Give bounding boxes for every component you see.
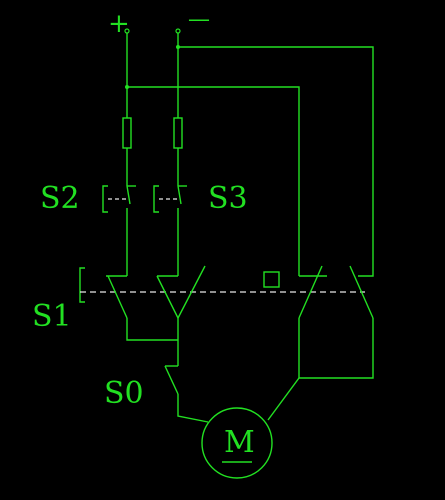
switch-s0 — [164, 365, 209, 423]
fuse-right — [173, 117, 183, 149]
fuse-left — [122, 117, 132, 149]
supply-wires — [125, 33, 374, 277]
lower-wires — [126, 318, 374, 421]
s0-label: S0 — [104, 376, 144, 411]
s2-label: S2 — [40, 181, 80, 216]
minus-terminal-label: — — [188, 7, 210, 32]
switch-s3 — [153, 185, 187, 276]
s1-label: S1 — [32, 299, 72, 334]
s3-label: S3 — [208, 181, 248, 216]
minus-terminal — [175, 28, 181, 34]
switch-s2 — [102, 185, 136, 276]
plus-terminal-label: + — [108, 9, 130, 39]
switch-s1 — [79, 265, 374, 319]
motor-label: M — [224, 425, 255, 460]
motor: M — [201, 407, 273, 479]
